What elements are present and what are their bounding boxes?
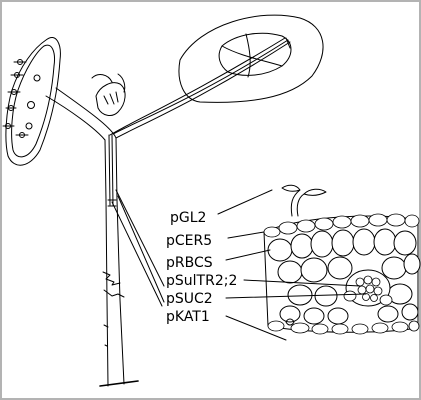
stem-mark	[103, 324, 109, 347]
plant-illustration	[2, 14, 324, 387]
vascular-bundle	[343, 269, 393, 307]
right-cotyledon	[178, 14, 324, 103]
label-pKAT1: pKAT1	[166, 309, 210, 325]
stem-vasculature	[107, 134, 117, 207]
shoot-apex	[91, 73, 126, 116]
left-cotyledon	[5, 37, 61, 166]
label-pSulTR2-2: pSulTR2;2	[166, 273, 237, 289]
sprout	[281, 184, 327, 217]
label-pGL2: pGL2	[170, 210, 206, 226]
plant-stem	[104, 137, 125, 387]
left-cotyledon-trichomes	[2, 59, 41, 138]
shoot-apex-detail	[103, 91, 119, 105]
leader-pGL2	[217, 189, 273, 215]
leader-pSulTR2	[243, 279, 361, 287]
leader-pKAT1	[225, 315, 287, 341]
left-cotyledon-inner	[11, 44, 55, 158]
leader-pCER5	[227, 231, 265, 239]
lower-epidermis	[267, 318, 420, 335]
label-pSUC2: pSUC2	[166, 291, 213, 307]
petiole-left	[45, 87, 117, 141]
upper-epidermis	[263, 213, 420, 238]
label-pRBCS: pRBCS	[166, 255, 213, 271]
mesophyll-cells	[267, 228, 421, 325]
right-cotyledon-veins	[221, 33, 291, 78]
leader-lines	[111, 189, 367, 341]
leader-pRBCS	[225, 249, 271, 261]
ground-line	[99, 380, 139, 387]
guard-cells	[285, 318, 295, 326]
promoter-labels: pGL2 pCER5 pRBCS pSulTR2;2 pSUC2 pKAT1	[166, 210, 237, 325]
label-pCER5: pCER5	[166, 233, 212, 249]
stem-node-1	[102, 271, 121, 286]
leader-pSUC2	[225, 293, 367, 299]
leader-stem-3	[111, 201, 163, 307]
leader-stem-2	[117, 195, 165, 303]
leaf-cross-section	[263, 184, 421, 335]
stem-node-2	[103, 289, 125, 298]
leader-stem-1	[115, 189, 165, 287]
